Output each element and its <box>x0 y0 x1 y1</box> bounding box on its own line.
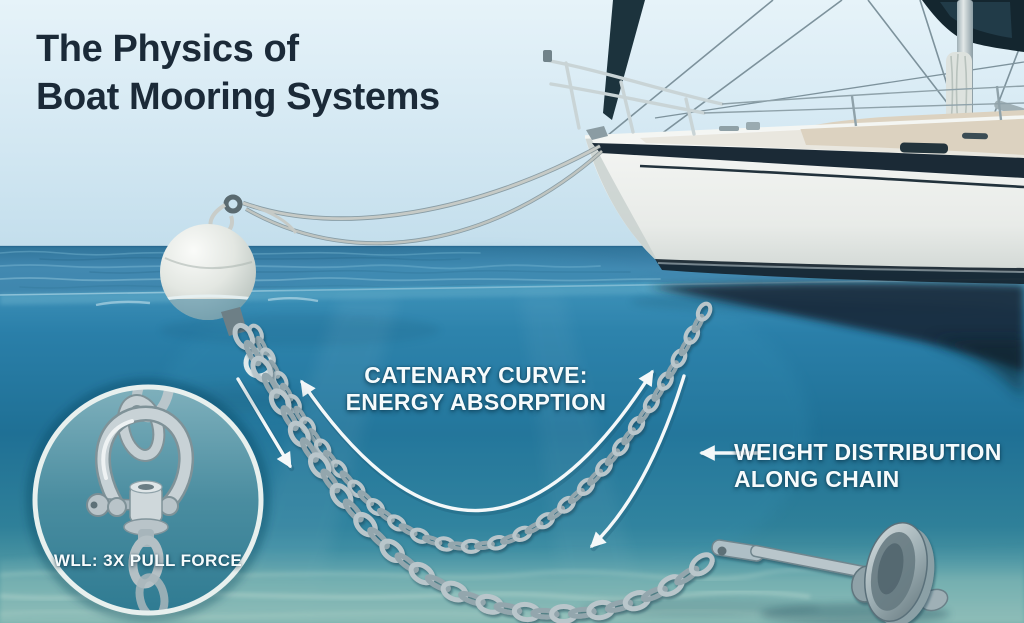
chain-link-lowest <box>135 573 169 613</box>
chain-link <box>547 505 566 521</box>
stem-fitting <box>586 126 608 140</box>
chain-link <box>458 590 486 607</box>
stem-shading <box>585 137 658 262</box>
chain-link <box>688 552 715 577</box>
chain-link <box>524 520 544 535</box>
chain-link <box>493 602 523 616</box>
chain-link <box>447 541 469 551</box>
pin-head <box>86 493 110 517</box>
chain-link <box>422 534 443 546</box>
chain-link <box>586 599 616 621</box>
chain-link <box>367 526 390 550</box>
keel-shadow <box>930 340 1024 398</box>
bow-pulpit <box>543 58 724 136</box>
toe-rail <box>584 115 1024 139</box>
chain-link <box>636 405 652 424</box>
chain-link <box>280 405 299 432</box>
chain-link <box>440 580 469 603</box>
chain-link <box>398 523 418 537</box>
cabin-window-small <box>962 132 988 140</box>
bow-cleat <box>719 126 739 131</box>
chain-link <box>621 427 637 446</box>
buoy-chain-fitting <box>221 307 247 336</box>
chain-link <box>424 574 451 593</box>
chain-link <box>323 449 339 468</box>
mooring-chain-background <box>247 301 713 554</box>
chain-link <box>567 487 585 505</box>
chain-link <box>357 489 375 507</box>
buoy-eye <box>223 194 243 214</box>
sailboat <box>543 0 1024 398</box>
shackle-highlight <box>101 419 134 480</box>
chain-link <box>394 552 419 573</box>
chain-link <box>376 507 395 523</box>
chain-link <box>678 337 693 357</box>
sheer-stripe <box>592 143 1024 178</box>
chain-link <box>329 482 354 509</box>
chain-link <box>604 599 634 613</box>
shackle-bolt <box>717 546 727 556</box>
underwater-hull-silhouette <box>648 282 1024 372</box>
chain-link <box>268 388 292 416</box>
cabin-window <box>899 142 949 154</box>
lifelines <box>703 85 1024 127</box>
chain-link <box>342 498 364 523</box>
inset-ring <box>32 384 264 616</box>
chain-link <box>474 540 495 550</box>
arrow-catenary-curve <box>300 369 654 513</box>
anchor <box>711 521 950 623</box>
chain-link <box>261 372 280 399</box>
rope-tail <box>251 204 298 234</box>
chain-link <box>651 383 666 402</box>
chain-link <box>691 313 705 333</box>
inset-circle <box>26 378 270 622</box>
pinstripe <box>639 164 1024 189</box>
chain-link <box>243 339 262 367</box>
chain-link <box>320 468 341 494</box>
chain-link <box>250 355 273 383</box>
chain-link <box>307 452 332 479</box>
bow-light <box>543 50 552 62</box>
chain-link <box>640 585 668 603</box>
mooring-rope <box>242 143 604 246</box>
anchor-shank-group <box>711 521 935 623</box>
inset-outer-shadow <box>26 378 270 622</box>
chain-link <box>307 427 323 447</box>
buoy-seam <box>164 257 253 270</box>
chain-link <box>665 360 680 380</box>
buoy-ripples <box>95 297 319 307</box>
chain-link-top <box>118 396 164 460</box>
chain-link <box>587 468 604 486</box>
chain-link <box>530 607 560 620</box>
barrel-hole <box>138 484 154 490</box>
mooring-chain-foreground <box>232 322 715 623</box>
pin-hole <box>90 501 98 509</box>
annotation-arrows <box>236 369 763 552</box>
chain-link <box>604 448 621 466</box>
chain-link <box>500 533 521 545</box>
chain-link <box>232 322 255 351</box>
chain-link <box>353 511 378 538</box>
chain-link <box>293 405 308 425</box>
chain-link <box>567 606 597 619</box>
disc-center <box>877 543 904 595</box>
waterline-foam <box>657 262 1024 273</box>
arrow-chain-down <box>589 374 686 548</box>
anchor-disc <box>864 521 935 623</box>
chain-link <box>695 301 713 322</box>
shackle-ear-left <box>107 497 127 517</box>
chain-link <box>287 420 311 448</box>
chain-link <box>255 335 268 356</box>
chain-link <box>339 470 356 488</box>
chain-link <box>299 437 319 463</box>
chain-link <box>674 565 700 586</box>
furled-headsail <box>603 0 645 120</box>
windlass <box>746 122 760 130</box>
boot-stripe <box>655 259 1024 284</box>
